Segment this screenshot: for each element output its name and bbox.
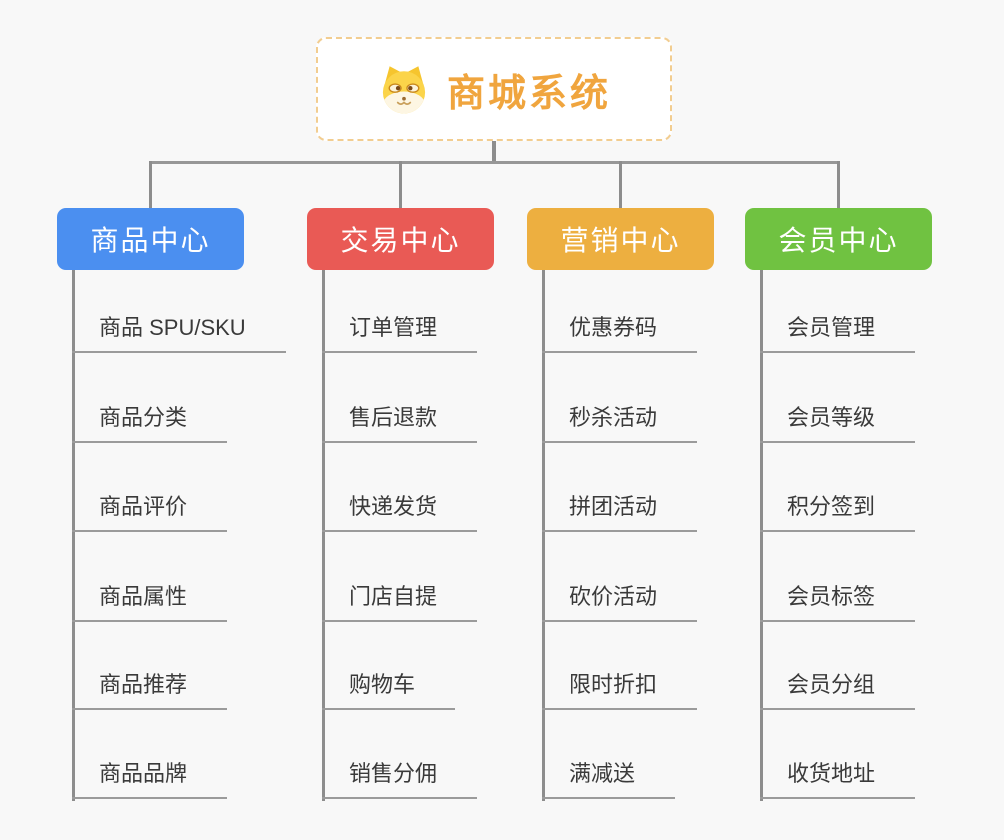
branch-item[interactable]: 会员标签 bbox=[760, 582, 916, 622]
branch-item[interactable]: 订单管理 bbox=[322, 313, 478, 353]
branch-header-1[interactable]: 交易中心 bbox=[307, 208, 494, 270]
branch-item[interactable]: 商品评价 bbox=[72, 492, 228, 532]
branch-trunk-2 bbox=[542, 270, 545, 801]
branch-item[interactable]: 满减送 bbox=[542, 759, 676, 799]
branch-item[interactable]: 收货地址 bbox=[760, 759, 916, 799]
root-node[interactable]: 商城系统 bbox=[316, 37, 672, 141]
branch-item[interactable]: 商品 SPU/SKU bbox=[72, 313, 286, 353]
branch-item[interactable]: 售后退款 bbox=[322, 403, 478, 443]
connector-horizontal-rail bbox=[149, 161, 839, 164]
branch-item[interactable]: 商品品牌 bbox=[72, 759, 228, 799]
branch-item[interactable]: 快递发货 bbox=[322, 492, 478, 532]
branch-trunk-0 bbox=[72, 270, 75, 801]
branch-header-0[interactable]: 商品中心 bbox=[57, 208, 244, 270]
connector-drop-1 bbox=[399, 161, 402, 208]
branch-trunk-1 bbox=[322, 270, 325, 801]
branch-item[interactable]: 销售分佣 bbox=[322, 759, 478, 799]
branch-item[interactable]: 拼团活动 bbox=[542, 492, 698, 532]
branch-item[interactable]: 会员管理 bbox=[760, 313, 916, 353]
branch-item[interactable]: 商品推荐 bbox=[72, 670, 228, 710]
branch-item[interactable]: 商品属性 bbox=[72, 582, 228, 622]
dog-icon bbox=[377, 62, 431, 116]
branch-item[interactable]: 门店自提 bbox=[322, 582, 478, 622]
branch-header-3[interactable]: 会员中心 bbox=[745, 208, 932, 270]
branch-item[interactable]: 积分签到 bbox=[760, 492, 916, 532]
connector-drop-2 bbox=[619, 161, 622, 208]
branch-item[interactable]: 购物车 bbox=[322, 670, 456, 710]
connector-drop-3 bbox=[837, 161, 840, 208]
root-title: 商城系统 bbox=[446, 72, 611, 115]
branch-item[interactable]: 优惠券码 bbox=[542, 313, 698, 353]
branch-trunk-3 bbox=[760, 270, 763, 801]
branch-item[interactable]: 秒杀活动 bbox=[542, 403, 698, 443]
branch-header-2[interactable]: 营销中心 bbox=[527, 208, 714, 270]
connector-root-stub bbox=[492, 141, 496, 164]
branch-item[interactable]: 商品分类 bbox=[72, 403, 228, 443]
branch-item[interactable]: 会员等级 bbox=[760, 403, 916, 443]
branch-item[interactable]: 会员分组 bbox=[760, 670, 916, 710]
branch-item[interactable]: 限时折扣 bbox=[542, 670, 698, 710]
branch-item[interactable]: 砍价活动 bbox=[542, 582, 698, 622]
connector-drop-0 bbox=[149, 161, 152, 208]
